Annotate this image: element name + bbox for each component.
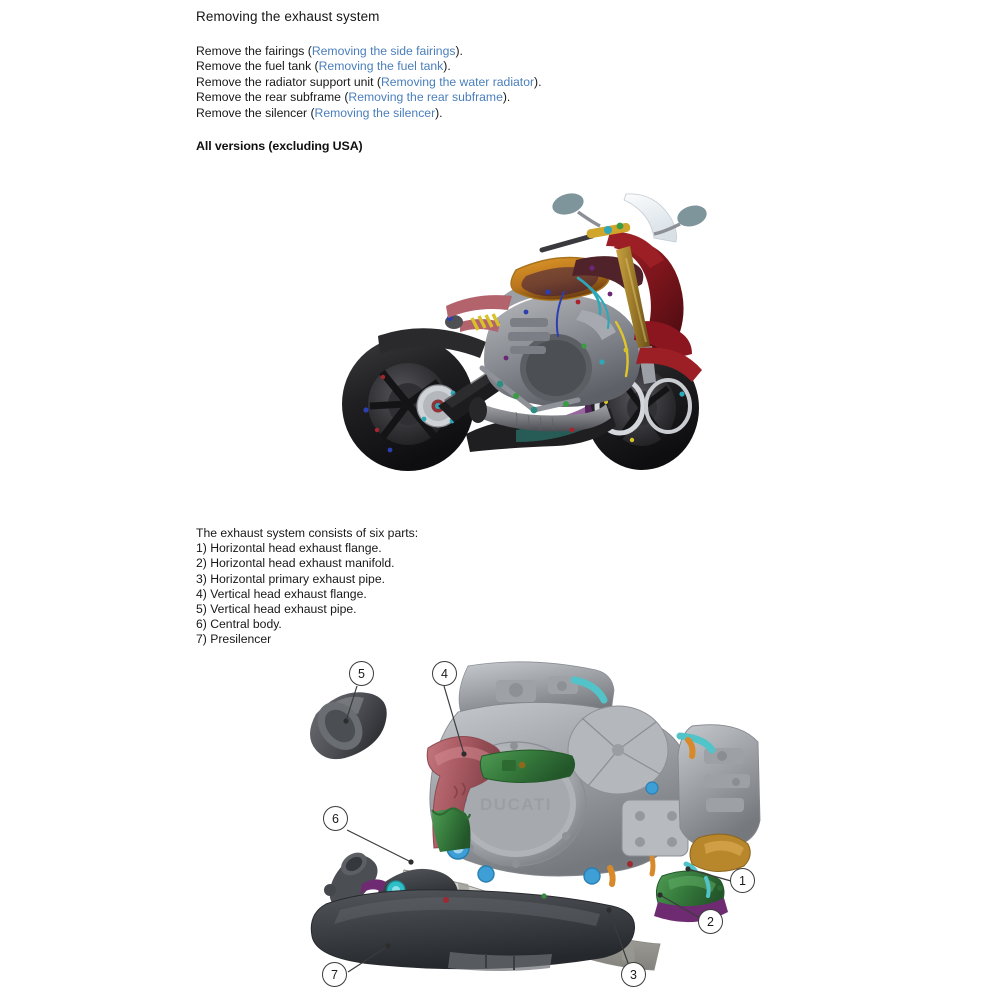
parts-list-item: 6) Central body. xyxy=(196,617,282,632)
step-text-after: ). xyxy=(534,74,542,89)
page-title: Removing the exhaust system xyxy=(196,9,380,24)
step-text-after: ). xyxy=(502,90,511,105)
callout-7[interactable]: 7 xyxy=(322,962,347,987)
prerequisite-step: Remove the rear subframe (Removing the r… xyxy=(196,90,541,105)
part-1-horizontal-exhaust-flange xyxy=(689,833,751,872)
parts-list-item: 4) Vertical head exhaust flange. xyxy=(196,586,367,601)
parts-list-intro: The exhaust system consists of six parts… xyxy=(196,526,419,540)
cross-reference-link[interactable]: Removing the side fairings xyxy=(311,44,456,58)
parts-list-item: 1) Horizontal head exhaust flange. xyxy=(196,541,382,556)
callout-3[interactable]: 3 xyxy=(621,962,646,987)
prerequisite-steps: Remove the fairings (Removing the side f… xyxy=(196,44,541,121)
prerequisite-step: Remove the radiator support unit (Removi… xyxy=(196,75,541,90)
front-fairing xyxy=(606,231,692,360)
parts-list-item: 7) Presilencer xyxy=(196,632,272,647)
step-text-after: ). xyxy=(435,105,443,120)
prerequisite-step: Remove the fuel tank (Removing the fuel … xyxy=(196,59,541,74)
section-subheading: All versions (excluding USA) xyxy=(196,139,363,153)
step-text-before: Remove the silencer ( xyxy=(196,105,315,120)
part-4-vertical-exhaust-flange xyxy=(479,749,576,783)
fastener-markers xyxy=(503,265,629,433)
cross-reference-link[interactable]: Removing the silencer xyxy=(314,105,436,120)
step-text-before: Remove the radiator support unit ( xyxy=(196,74,381,89)
exhaust-system-figure: DUCATI xyxy=(300,652,770,1000)
step-text-after: ). xyxy=(455,44,463,58)
mirror-right xyxy=(653,205,707,236)
mirror-left xyxy=(552,193,601,228)
parts-list: The exhaust system consists of six parts… xyxy=(196,526,418,648)
step-text-before: Remove the rear subframe ( xyxy=(196,90,349,105)
callout-1[interactable]: 1 xyxy=(730,868,755,893)
prerequisite-step: Remove the fairings (Removing the side f… xyxy=(196,44,541,59)
step-text-after: ). xyxy=(443,59,451,74)
parts-list-item: 2) Horizontal head exhaust manifold. xyxy=(196,556,395,571)
cross-reference-link[interactable]: Removing the fuel tank xyxy=(318,59,444,74)
callout-5[interactable]: 5 xyxy=(349,661,374,686)
step-text-before: Remove the fuel tank ( xyxy=(196,59,319,74)
part-5-vertical-exhaust-pipe xyxy=(310,692,502,852)
callout-2[interactable]: 2 xyxy=(698,909,723,934)
step-text-before: Remove the fairings ( xyxy=(196,44,312,58)
motorcycle-assembly-figure xyxy=(320,172,740,502)
cross-reference-link[interactable]: Removing the water radiator xyxy=(380,74,535,89)
callout-4[interactable]: 4 xyxy=(432,661,457,686)
svg-text:DUCATI: DUCATI xyxy=(480,795,552,814)
part-7-presilencer xyxy=(310,889,636,971)
parts-list-item: 5) Vertical head exhaust pipe. xyxy=(196,602,357,617)
prerequisite-step: Remove the silencer (Removing the silenc… xyxy=(196,106,541,121)
callout-6[interactable]: 6 xyxy=(323,806,348,831)
cross-reference-link[interactable]: Removing the rear subframe xyxy=(348,90,503,105)
parts-list-item: 3) Horizontal primary exhaust pipe. xyxy=(196,571,385,586)
